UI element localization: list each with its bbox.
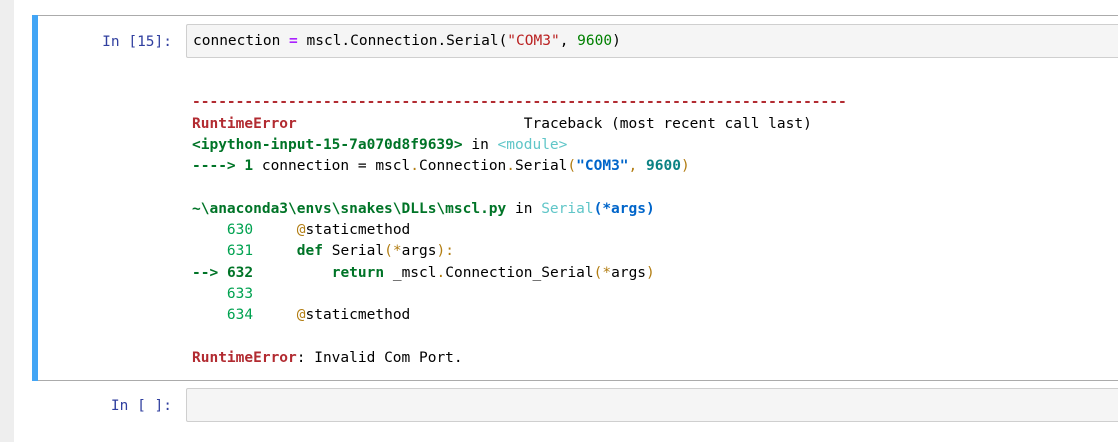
source-line-632-current: --> 632 return _mscl.Connection_Serial(*… (192, 264, 655, 281)
frame2-path: ~\anaconda3\envs\snakes\DLLs\mscl.py (192, 200, 507, 217)
code-cell-empty[interactable]: In [ ]: (32, 380, 1118, 442)
source-line-631: 631 def Serial(*args): (226, 243, 454, 260)
empty-code-input[interactable] (186, 388, 1118, 422)
code-text: connection = mscl.Connection.Serial("COM… (193, 33, 621, 49)
frame1-code-line: ----> 1 connection = mscl.Connection.Ser… (192, 158, 690, 175)
code-cell-15[interactable]: In [15]: connection = mscl.Connection.Se… (32, 15, 1118, 381)
source-line-634: 634 @staticmethod (226, 307, 411, 324)
frame1-location: <ipython-input-15-7a070d8f9639> (192, 136, 463, 153)
error-name: RuntimeError (192, 115, 297, 132)
traceback-header: Traceback (most recent call last) (523, 115, 812, 132)
notebook-page: In [15]: connection = mscl.Connection.Se… (14, 0, 1118, 442)
error-traceback-output: ----------------------------------------… (192, 71, 847, 369)
code-input[interactable]: connection = mscl.Connection.Serial("COM… (186, 24, 1118, 58)
source-line-630: 630 @staticmethod (226, 222, 411, 239)
source-line-633: 633 (226, 285, 254, 302)
traceback-divider: ----------------------------------------… (192, 94, 847, 111)
input-prompt: In [15]: (102, 34, 172, 50)
selected-cell-indicator (32, 15, 38, 381)
final-error-line: RuntimeError: Invalid Com Port. (192, 349, 463, 366)
input-prompt-empty: In [ ]: (110, 398, 172, 414)
